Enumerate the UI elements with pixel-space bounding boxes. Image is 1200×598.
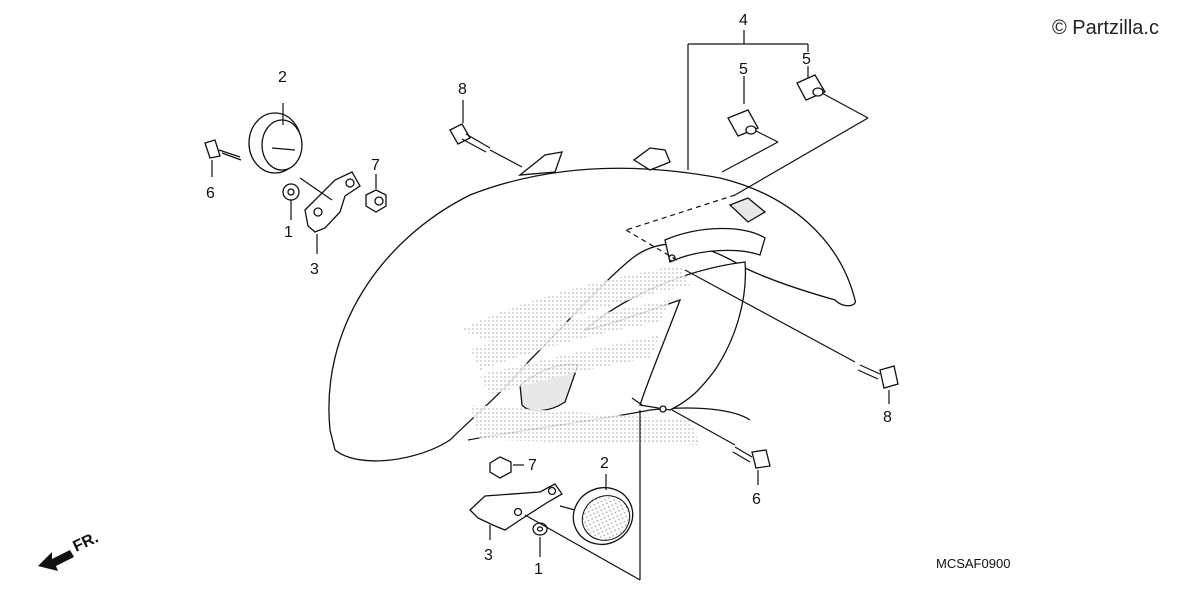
label-stay-lower: 3	[484, 547, 493, 564]
label-nut-clip-b: 5	[802, 51, 811, 68]
arrow-icon	[38, 550, 74, 571]
stay-lower	[469, 483, 563, 540]
label-bolt-upper-left: 6	[206, 185, 215, 202]
nut-upper	[365, 174, 387, 213]
bolt-top	[449, 100, 523, 168]
bolt-right	[684, 269, 899, 404]
nut-lower	[489, 456, 524, 479]
label-nut-lower: 7	[528, 457, 537, 474]
label-assembly: 4	[739, 12, 748, 29]
reflector-upper	[248, 103, 303, 174]
washer-lower	[532, 522, 548, 557]
diagram-code: MCSAF0900	[936, 556, 1010, 571]
label-washer-upper: 1	[284, 224, 293, 241]
label-reflector-upper: 2	[278, 69, 287, 86]
label-washer-lower: 1	[534, 561, 543, 578]
label-bolt-top: 8	[458, 81, 467, 98]
stay-upper	[299, 171, 361, 254]
front-marker-label: FR.	[71, 529, 102, 555]
nut-clip-a	[727, 109, 759, 137]
label-bolt-right: 8	[883, 409, 892, 426]
nut-clip-b	[796, 74, 826, 101]
washer-upper	[282, 183, 300, 220]
bolt-lower-right	[671, 409, 771, 485]
label-reflector-lower: 2	[600, 455, 609, 472]
honda-wing-logo	[460, 265, 690, 395]
label-nut-clip-a: 5	[739, 61, 748, 78]
assembly-bracket-lines	[625, 30, 869, 263]
label-bolt-lower-right: 6	[752, 491, 761, 508]
bolt-upper-left	[204, 139, 242, 177]
label-stay-upper: 3	[310, 261, 319, 278]
front-direction-marker: FR.	[38, 529, 101, 571]
lower-leader-lines	[524, 397, 643, 581]
reflector-lower	[559, 474, 634, 546]
watermark-text: © Partzilla.c	[1052, 17, 1159, 39]
front-fender	[328, 147, 857, 462]
label-nut-upper: 7	[371, 157, 380, 174]
